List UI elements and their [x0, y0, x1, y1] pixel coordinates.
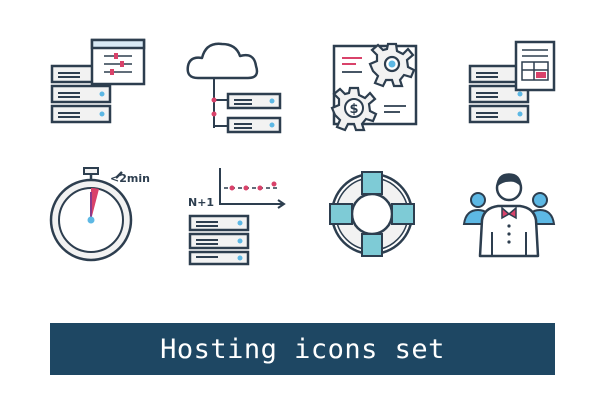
svg-text:$: $	[349, 102, 358, 117]
server-with-window-icon	[50, 38, 146, 124]
support-team-icon	[462, 173, 556, 258]
title-banner: Hosting icons set	[50, 323, 555, 375]
scalability-label: N+1	[188, 196, 215, 209]
lifebuoy-support-icon	[329, 171, 415, 257]
banner-title: Hosting icons set	[160, 333, 445, 365]
cloud-server-icon	[186, 42, 282, 134]
stopwatch-icon	[49, 167, 133, 262]
gear-dollar-document-icon: $	[330, 42, 418, 132]
scalability-server-icon	[188, 168, 286, 266]
stopwatch-time-label: <2min	[110, 172, 150, 185]
server-with-document-icon	[468, 40, 556, 124]
